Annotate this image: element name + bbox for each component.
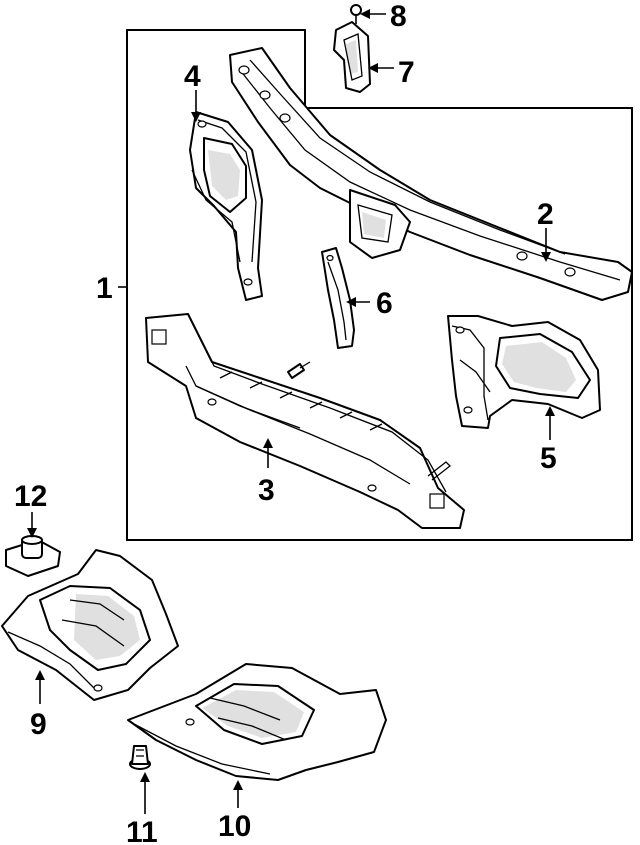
clip-nut: [5, 535, 61, 577]
callout-4: 4: [184, 60, 201, 93]
callout-12: 12: [14, 480, 47, 513]
arrow-2: [541, 252, 551, 262]
lower-tie-bar: [145, 313, 465, 529]
bolt: [287, 361, 311, 379]
arrow-7: [368, 63, 378, 73]
arrow-8: [360, 9, 370, 19]
callout-2: 2: [537, 198, 554, 231]
arrow-5: [545, 406, 555, 416]
callout-6: 6: [376, 287, 393, 320]
left-splash-shield: [1, 549, 179, 701]
callout-11: 11: [126, 816, 158, 845]
arrow-9: [35, 670, 45, 680]
screw: [350, 4, 362, 24]
hood-latch-bracket: [333, 21, 371, 93]
right-splash-shield: [127, 663, 387, 781]
callout-7: 7: [398, 56, 415, 89]
upper-tie-bar: [229, 47, 633, 301]
callout-10: 10: [218, 810, 251, 843]
right-side-panel: [447, 315, 601, 429]
callout-3: 3: [258, 474, 275, 507]
arrow-10: [233, 780, 243, 790]
callout-8: 8: [390, 0, 407, 33]
arrow-11: [140, 772, 150, 782]
arrow-12: [27, 528, 37, 538]
arrow-6: [346, 297, 356, 307]
arrow-3: [263, 438, 273, 448]
callout-1: 1: [96, 272, 113, 305]
push-clip: [129, 745, 151, 770]
callout-5: 5: [540, 442, 557, 475]
center-brace: [321, 247, 355, 349]
left-side-panel: [189, 111, 263, 301]
callout-9: 9: [30, 708, 47, 741]
arrow-4: [191, 112, 201, 122]
